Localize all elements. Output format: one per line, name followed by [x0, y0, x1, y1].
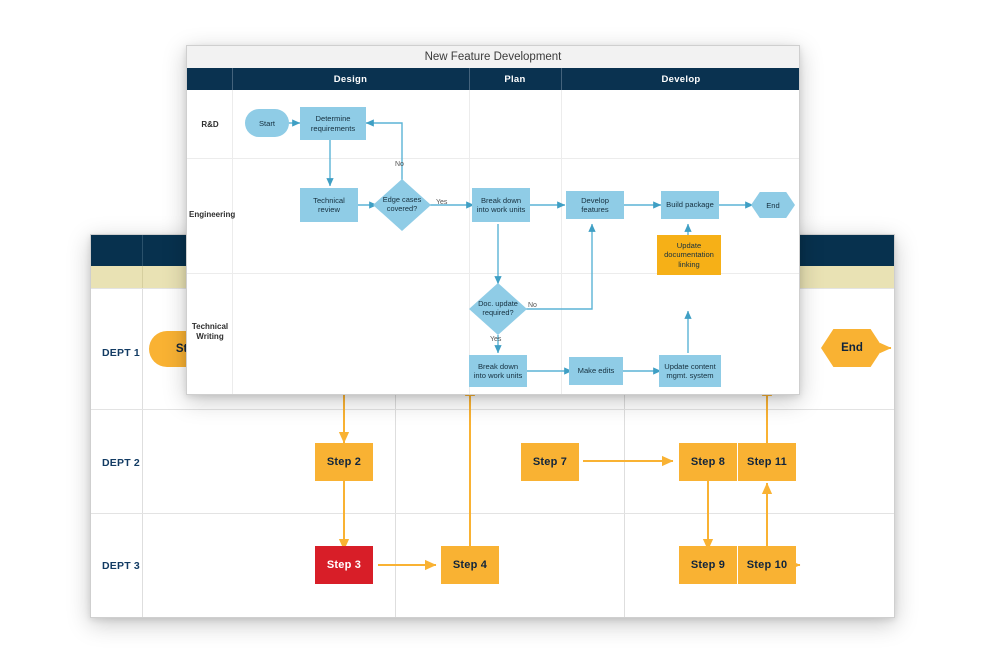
front-head-sep-1: [469, 68, 470, 90]
front-node-technical-review[interactable]: Technical review: [300, 188, 358, 222]
back-col-sep-2: [624, 288, 625, 617]
front-head-sep-0: [232, 68, 233, 90]
front-node-doc-update-decision[interactable]: Doc. update required?: [469, 283, 527, 335]
front-lane-label-technical-writing: Technical Writing: [191, 322, 229, 341]
back-node-step9[interactable]: Step 9: [679, 546, 737, 584]
front-node-edge-cases-decision[interactable]: Edge cases covered?: [373, 179, 431, 231]
front-node-build-package[interactable]: Build package: [661, 191, 719, 219]
back-col-sep-0: [142, 288, 143, 617]
front-flowchart-card[interactable]: New Feature Development Design Plan Deve…: [186, 45, 800, 395]
front-diagram-title: New Feature Development: [187, 46, 799, 68]
front-node-break-down-work-units-tw[interactable]: Break down into work units: [469, 355, 527, 387]
front-col-sep-0: [232, 90, 233, 394]
back-node-step4[interactable]: Step 4: [441, 546, 499, 584]
front-node-update-documentation-linking[interactable]: Update documentation linking: [657, 235, 721, 275]
front-phase-design[interactable]: Design: [333, 73, 368, 85]
front-node-develop-features[interactable]: Develop features: [566, 191, 624, 219]
front-node-start[interactable]: Start: [245, 109, 289, 137]
front-phase-develop[interactable]: Develop: [661, 73, 701, 85]
back-node-step11[interactable]: Step 11: [738, 443, 796, 481]
back-lane-label-dept2: DEPT 2: [102, 457, 140, 469]
front-phase-header: Design Plan Develop: [187, 68, 799, 90]
back-node-step10[interactable]: Step 10: [738, 546, 796, 584]
front-node-end[interactable]: End: [751, 192, 795, 218]
back-node-end[interactable]: End: [821, 329, 883, 367]
back-header-sep-1: [142, 235, 143, 266]
back-node-step2[interactable]: Step 2: [315, 443, 373, 481]
back-lane-sep-1: [91, 409, 894, 410]
back-col-sep-1: [395, 288, 396, 617]
back-subheader-sep-1: [142, 266, 143, 288]
front-edge-label-no-1: No: [395, 161, 404, 168]
front-edge-label-yes-2: Yes: [490, 336, 502, 343]
front-head-sep-2: [561, 68, 562, 90]
front-lane-label-rnd: R&D: [201, 120, 219, 129]
front-node-determine-requirements[interactable]: Determine requirements: [300, 107, 366, 140]
back-lane-label-dept3: DEPT 3: [102, 560, 140, 572]
front-edge-label-no-2: No: [528, 302, 537, 309]
front-lane-label-engineering: Engineering: [189, 210, 236, 219]
front-node-make-edits[interactable]: Make edits: [569, 357, 623, 385]
back-lane-label-dept1: DEPT 1: [102, 347, 140, 359]
back-lane-sep-2: [91, 513, 894, 514]
front-node-update-content-mgmt-system[interactable]: Update content mgmt. system: [659, 355, 721, 387]
front-node-break-down-work-units-eng[interactable]: Break down into work units: [472, 188, 530, 222]
back-node-step8[interactable]: Step 8: [679, 443, 737, 481]
front-edge-label-yes-1: Yes: [436, 199, 448, 206]
back-node-step3[interactable]: Step 3: [315, 546, 373, 584]
front-col-sep-2: [561, 90, 562, 394]
front-col-sep-1: [469, 90, 470, 394]
back-node-step7[interactable]: Step 7: [521, 443, 579, 481]
front-phase-plan[interactable]: Plan: [504, 73, 526, 85]
front-lane-sep-1: [187, 158, 799, 159]
front-lane-sep-2: [187, 273, 799, 274]
